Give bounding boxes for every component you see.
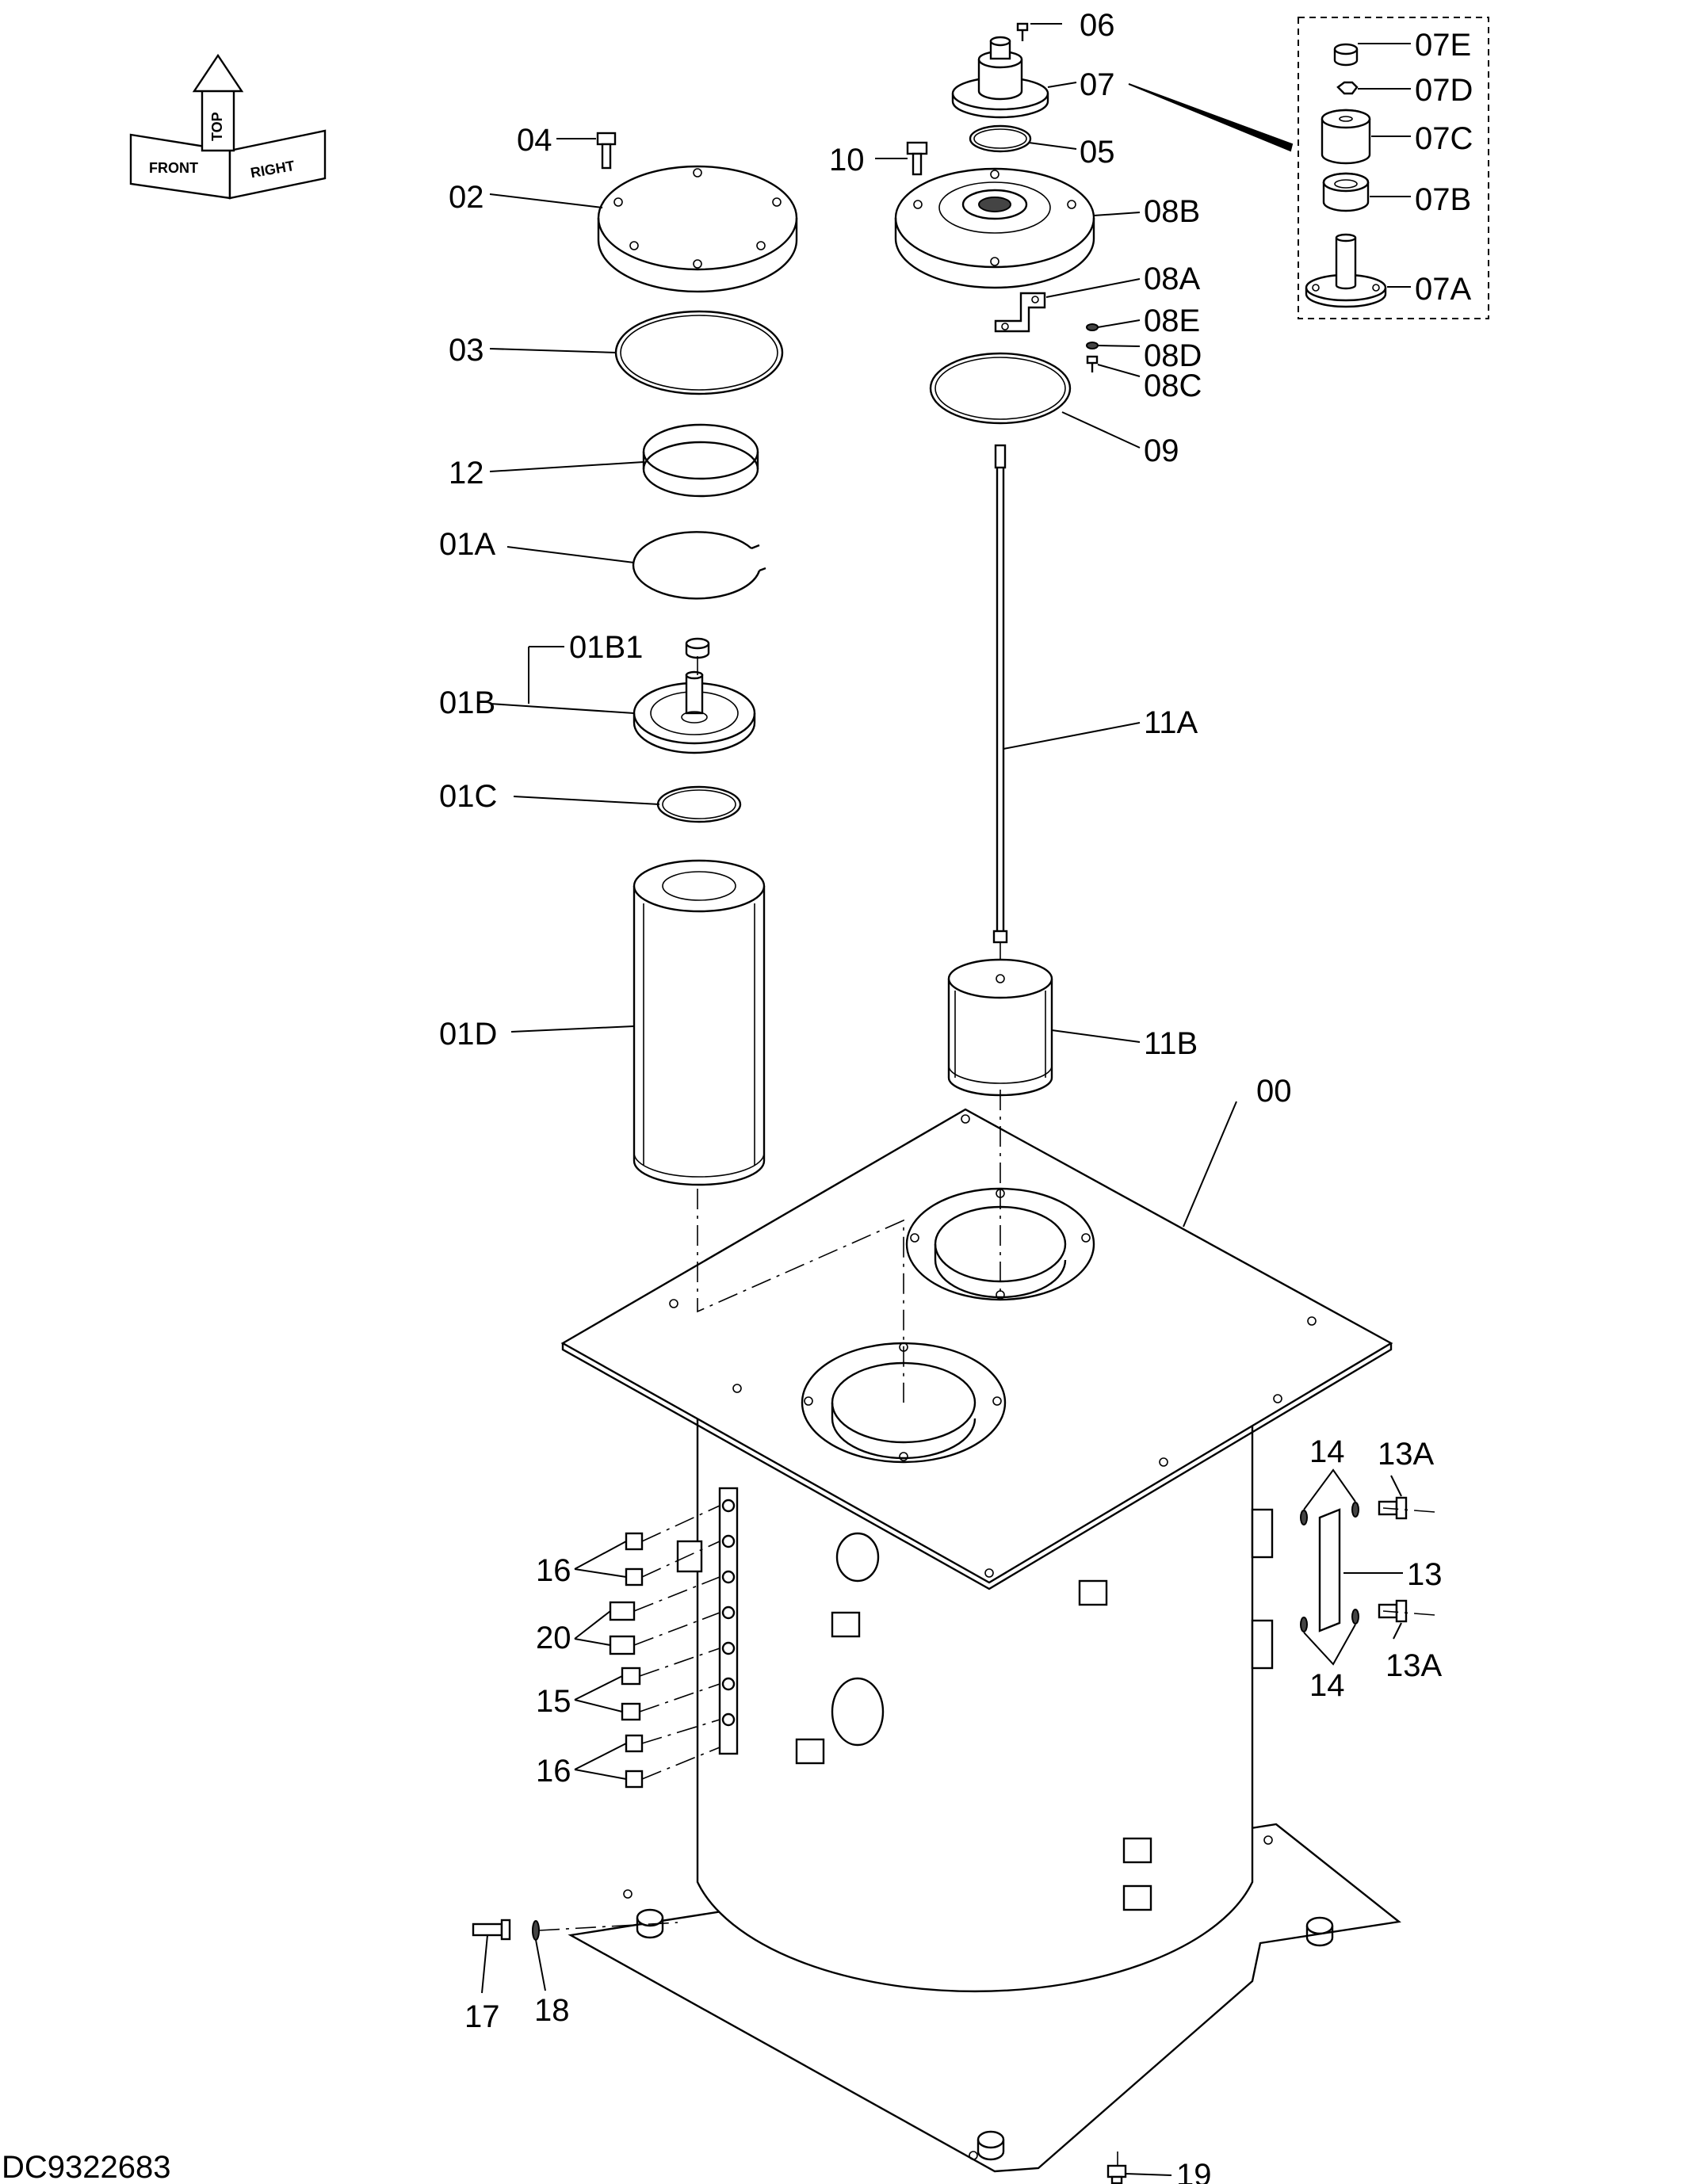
callout-00: 00 [1256, 1074, 1292, 1109]
callout-01C: 01C [439, 779, 497, 814]
part-10-bolt [906, 141, 928, 176]
part-03-o-ring [614, 310, 784, 395]
callout-13A-upper: 13A [1378, 1437, 1434, 1472]
callout-08A: 08A [1144, 262, 1200, 296]
orientation-top-label: TOP [209, 112, 225, 141]
part-11B-float [947, 958, 1053, 1097]
inset-breather-detail [1298, 17, 1489, 319]
callout-04: 04 [517, 123, 552, 158]
part-18-washer [532, 1920, 540, 1941]
part-20-fittings [609, 1601, 636, 1655]
part-12-ring [642, 423, 759, 498]
callout-11A: 11A [1144, 705, 1198, 740]
part-01B-element-head [633, 670, 756, 754]
part-01B1-cap [685, 637, 710, 659]
part-05-o-ring [969, 124, 1032, 153]
orientation-icon: FRONT TOP RIGHT [129, 53, 327, 200]
callout-13: 13 [1407, 1557, 1443, 1592]
part-01C-o-ring [656, 785, 742, 823]
callout-01B1: 01B1 [569, 630, 643, 665]
part-09-o-ring [929, 352, 1072, 425]
part-16-plugs-lower [625, 1734, 644, 1789]
part-02-cover [597, 165, 798, 293]
part-17-sensor [472, 1919, 511, 1941]
callout-07: 07 [1080, 67, 1115, 102]
orientation-front-label: FRONT [149, 160, 198, 176]
part-08B-cover [894, 167, 1095, 289]
callout-08C: 08C [1144, 368, 1202, 403]
callout-09: 09 [1144, 433, 1179, 468]
leader-lines [481, 23, 1411, 2176]
part-08C-screw [1086, 355, 1099, 372]
part-19-drain-plug [1106, 2164, 1127, 2184]
callout-13A-lower: 13A [1386, 1648, 1442, 1683]
callout-10: 10 [829, 143, 865, 178]
part-07-breather [951, 36, 1049, 119]
callout-02: 02 [449, 180, 484, 215]
part-04-bolt [596, 132, 617, 170]
callout-14-lower: 14 [1309, 1668, 1345, 1703]
part-01D-filter-element [633, 859, 766, 1186]
callout-08D: 08D [1144, 338, 1202, 373]
callout-16-lower: 16 [536, 1754, 571, 1789]
part-15-fittings [621, 1667, 641, 1721]
callout-labels: 00 01A 01B 01B1 01C 01D 02 03 04 05 06 0… [439, 8, 1473, 2184]
part-08A-bracket [994, 292, 1046, 333]
callout-01D: 01D [439, 1017, 497, 1052]
part-13A-bolts [1378, 1496, 1408, 1623]
callout-07E: 07E [1415, 28, 1471, 63]
part-00-hydraulic-tank [560, 1108, 1401, 2173]
assembly-center-lines [538, 656, 1435, 2166]
callout-15: 15 [536, 1684, 571, 1719]
callout-17: 17 [464, 1999, 500, 2034]
part-08D-washer [1086, 342, 1099, 349]
callout-19: 19 [1176, 2158, 1212, 2184]
part-08E-washer [1086, 323, 1099, 331]
callout-07C: 07C [1415, 121, 1473, 156]
part-11A-level-rod [992, 444, 1008, 944]
callout-05: 05 [1080, 135, 1115, 170]
callout-08B: 08B [1144, 194, 1200, 229]
callout-16-upper: 16 [536, 1553, 571, 1588]
callout-06: 06 [1080, 8, 1115, 43]
callout-20: 20 [536, 1621, 571, 1655]
part-01A-snap-ring [632, 531, 766, 600]
callout-03: 03 [449, 333, 484, 368]
callout-07D: 07D [1415, 73, 1473, 108]
callout-14-upper: 14 [1309, 1434, 1345, 1469]
callout-07A: 07A [1415, 272, 1471, 307]
part-14-gaskets [1300, 1502, 1359, 1632]
callout-11B: 11B [1144, 1026, 1198, 1061]
callout-08E: 08E [1144, 304, 1200, 338]
callout-12: 12 [449, 456, 484, 491]
drawing-id: DC9322683 [2, 2150, 171, 2184]
part-13-sight-gauge [1318, 1508, 1341, 1632]
callout-18: 18 [534, 1993, 570, 2028]
callout-01A: 01A [439, 527, 495, 562]
part-16-plugs-upper [625, 1532, 644, 1586]
callout-01B: 01B [439, 685, 495, 720]
part-06-screw [1016, 22, 1029, 41]
callout-07B: 07B [1415, 182, 1471, 217]
